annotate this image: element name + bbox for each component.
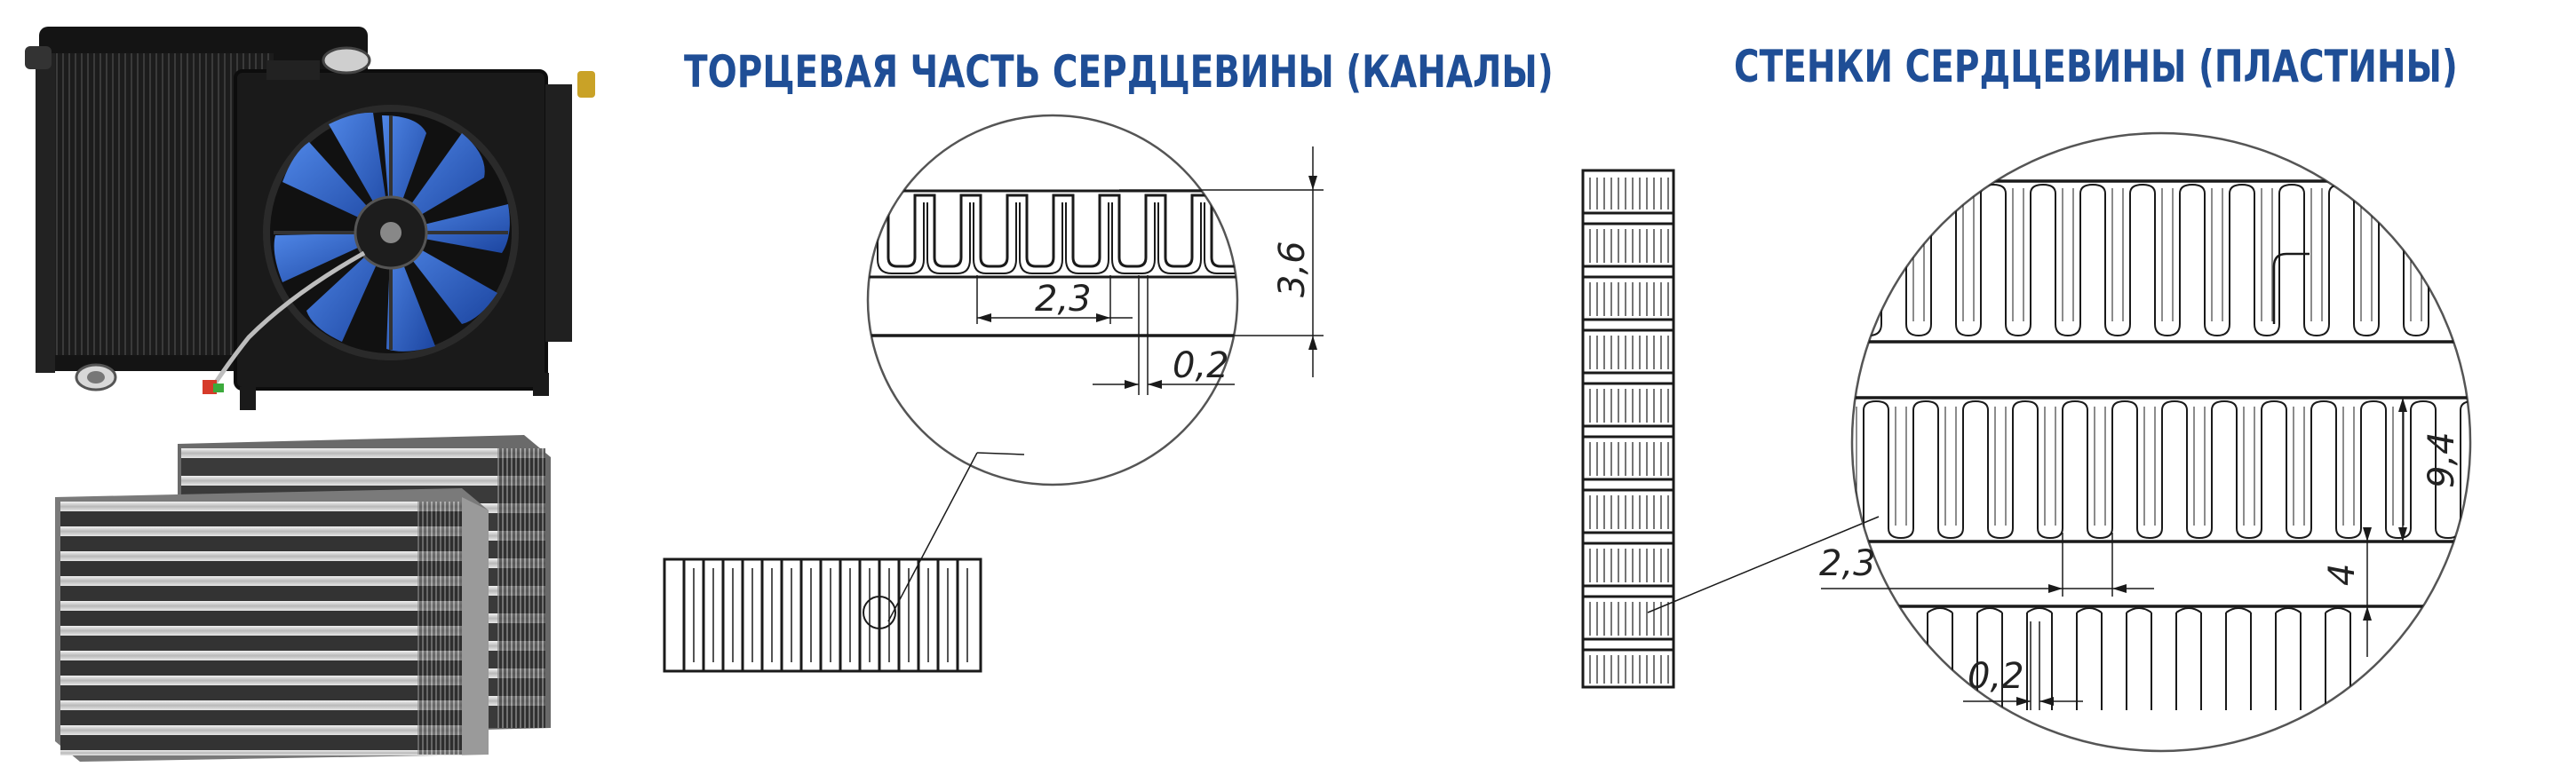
aluminum-core-photo [55, 435, 551, 762]
end-face-drawing [663, 114, 1324, 673]
dim-right-pitch: 2,3 [1819, 543, 1876, 584]
title-end-face-channels: ТОРЦЕВАЯ ЧАСТЬ СЕРДЦЕВИНЫ (КАНАЛЫ) [684, 46, 1554, 98]
dim-right-gap: 4 [2322, 564, 2363, 586]
dim-left-pitch: 2,3 [1035, 279, 1092, 320]
title-core-walls-plates: СТЕНКИ СЕРДЦЕВИНЫ (ПЛАСТИНЫ) [1734, 41, 2458, 92]
dim-right-thickness: 0,2 [1968, 656, 2024, 697]
radiator-fan-photo [25, 27, 595, 410]
dim-left-height: 3,6 [1272, 241, 1313, 297]
dim-left-thickness: 0,2 [1173, 345, 1229, 386]
core-walls-drawing [1581, 131, 2472, 753]
dim-right-height-total: 9,4 [2421, 431, 2462, 488]
